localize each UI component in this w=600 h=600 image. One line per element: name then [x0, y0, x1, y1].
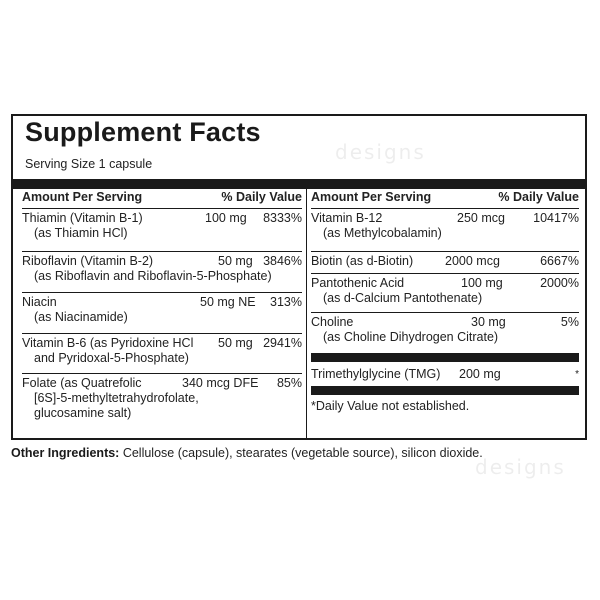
watermark-top: designs — [335, 140, 426, 164]
other-ingredients-text: Cellulose (capsule), stearates (vegetabl… — [119, 446, 483, 460]
nutrient-source: [6S]-5-methyltetrahydrofolate, — [34, 391, 199, 405]
nutrient-daily-value: 2000% — [540, 276, 579, 290]
nutrient-source: (as Choline Dihydrogen Citrate) — [323, 330, 499, 344]
supplement-facts-panel: Supplement Facts Serving Size 1 capsule … — [11, 114, 587, 440]
nutrient-row-niacin: Niacin (as Niacinamide) 50 mg NE 313% — [22, 293, 302, 334]
other-ingredients-label: Other Ingredients: — [11, 446, 120, 460]
nutrient-daily-value: 313% — [270, 295, 302, 309]
nutrient-amount: 50 mg NE — [200, 295, 256, 309]
nutrient-source: (as Thiamin HCl) — [34, 226, 128, 240]
nutrient-row-biotin: Biotin (as d-Biotin) 2000 mcg 6667% — [311, 252, 579, 274]
nutrient-source: (as Niacinamide) — [34, 310, 128, 324]
nutrient-name: Thiamin (Vitamin B-1) — [22, 211, 143, 225]
nutrient-source: (as d-Calcium Pantothenate) — [323, 291, 483, 305]
nutrient-name: Niacin — [22, 295, 57, 309]
daily-value-heading: % Daily Value — [498, 190, 579, 204]
nutrient-amount: 250 mcg — [457, 211, 505, 225]
nutrient-amount: 200 mg — [459, 367, 501, 381]
nutrient-row-thiamin: Thiamin (Vitamin B-1) (as Thiamin HCl) 1… — [22, 209, 302, 252]
nutrient-daily-value: 8333% — [263, 211, 302, 225]
nutrient-row-choline: Choline (as Choline Dihydrogen Citrate) … — [311, 313, 579, 353]
nutrient-source: (as Riboflavin and Riboflavin-5-Phosphat… — [34, 269, 272, 283]
panel-title: Supplement Facts — [25, 117, 261, 147]
amount-per-serving-heading: Amount Per Serving — [311, 190, 432, 204]
nutrient-row-tmg: Trimethylglycine (TMG) 200 mg * — [311, 362, 579, 386]
watermark-bottom: designs — [475, 455, 566, 479]
nutrient-daily-value: 85% — [276, 376, 302, 390]
right-column: Amount Per Serving % Daily Value Vitamin… — [311, 189, 579, 413]
nutrient-name: Pantothenic Acid — [311, 276, 405, 290]
nutrient-row-folate: Folate (as Quatrefolic [6S]-5-methyltetr… — [22, 374, 302, 430]
nutrient-amount: 2000 mcg — [445, 254, 500, 268]
nutrient-source: (as Methylcobalamin) — [323, 226, 442, 240]
nutrient-name: Biotin (as d-Biotin) — [311, 254, 414, 268]
nutrient-daily-value: 2941% — [263, 336, 302, 350]
nutrient-daily-value: * — [575, 369, 579, 380]
nutrient-daily-value: 3846% — [263, 254, 302, 268]
nutrient-name: Riboflavin (Vitamin B-2) — [22, 254, 154, 268]
nutrient-amount: 340 mcg DFE — [182, 376, 259, 390]
amount-per-serving-heading: Amount Per Serving — [22, 190, 143, 204]
nutrient-name: Trimethylglycine (TMG) — [311, 367, 441, 381]
nutrient-daily-value: 10417% — [533, 211, 579, 225]
footnote-divider-bar — [311, 386, 579, 395]
nutrient-row-pantothenic-acid: Pantothenic Acid (as d-Calcium Pantothen… — [311, 274, 579, 313]
section-divider-bar — [311, 353, 579, 362]
nutrient-name: Vitamin B-12 — [311, 211, 383, 225]
other-ingredients: Other Ingredients: Cellulose (capsule), … — [11, 446, 591, 460]
left-column-header: Amount Per Serving % Daily Value — [22, 189, 302, 209]
nutrient-name: Folate (as Quatrefolic — [22, 376, 142, 390]
daily-value-footnote: *Daily Value not established. — [311, 399, 470, 413]
nutrient-row-riboflavin: Riboflavin (Vitamin B-2) (as Riboflavin … — [22, 252, 302, 293]
nutrient-amount: 30 mg — [471, 315, 506, 329]
nutrient-amount: 50 mg — [218, 254, 253, 268]
right-column-header: Amount Per Serving % Daily Value — [311, 189, 579, 209]
column-divider — [306, 189, 307, 440]
nutrient-name: Vitamin B-6 (as Pyridoxine HCl — [22, 336, 194, 350]
serving-size: Serving Size 1 capsule — [25, 157, 153, 171]
daily-value-heading: % Daily Value — [221, 190, 302, 204]
nutrient-daily-value: 5% — [560, 315, 579, 329]
nutrient-row-vitamin-b12: Vitamin B-12 (as Methylcobalamin) 250 mc… — [311, 209, 579, 252]
nutrient-amount: 100 mg — [461, 276, 503, 290]
nutrient-source-continued: glucosamine salt) — [34, 406, 132, 420]
title-divider-bar — [13, 179, 585, 189]
nutrient-source: and Pyridoxal-5-Phosphate) — [34, 351, 189, 365]
nutrient-amount: 100 mg — [205, 211, 247, 225]
nutrient-amount: 50 mg — [218, 336, 253, 350]
nutrient-daily-value: 6667% — [540, 254, 579, 268]
left-column: Amount Per Serving % Daily Value Thiamin… — [22, 189, 302, 430]
nutrient-row-vitamin-b6: Vitamin B-6 (as Pyridoxine HCl and Pyrid… — [22, 334, 302, 374]
nutrient-name: Choline — [311, 315, 354, 329]
